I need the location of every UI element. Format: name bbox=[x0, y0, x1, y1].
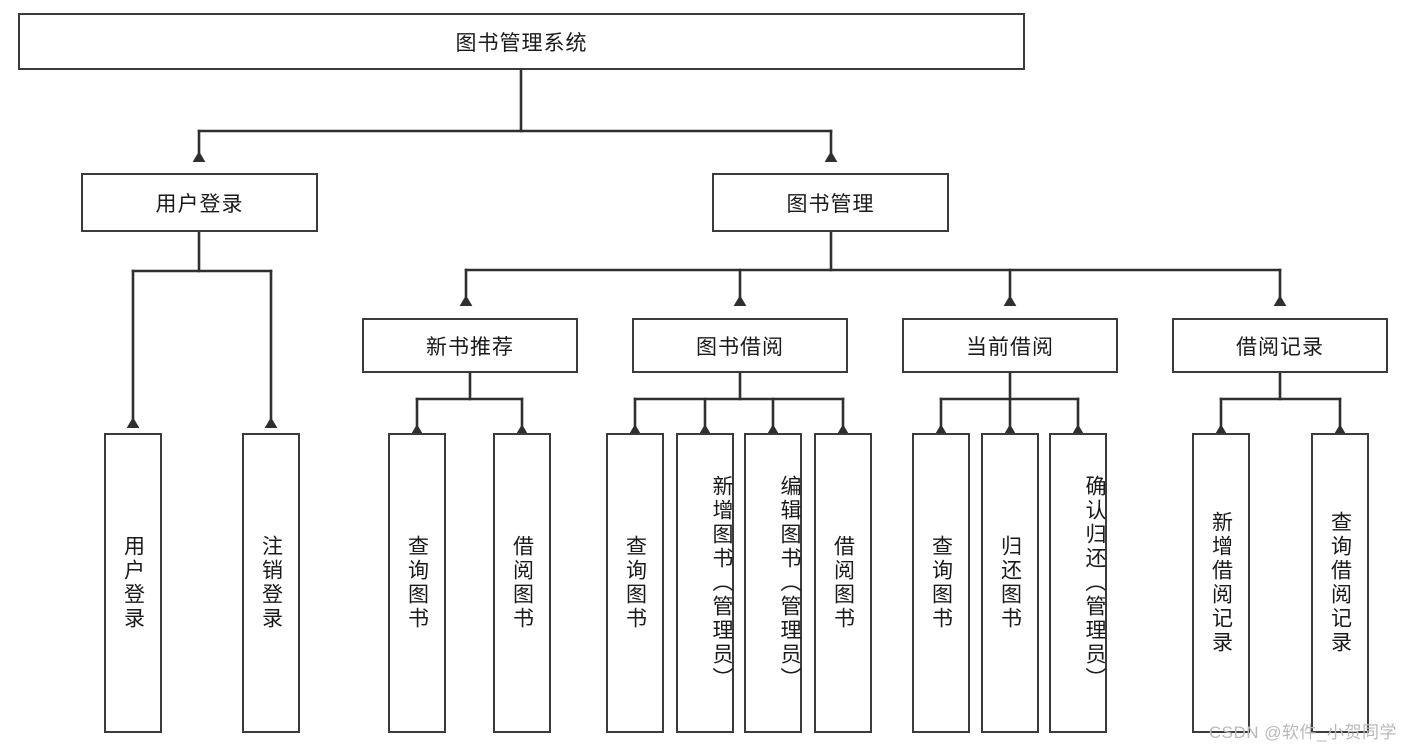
node-leaf-edit-book[interactable]: 编辑图书（管理员） bbox=[744, 433, 802, 733]
node-leaf-confirm-return[interactable]: 确认归还（管理员） bbox=[1049, 433, 1107, 733]
node-leaf-borrow-book-2[interactable]: 借阅图书 bbox=[814, 433, 872, 733]
node-current-borrow[interactable]: 当前借阅 bbox=[902, 318, 1118, 373]
node-leaf-query-record[interactable]: 查询借阅记录 bbox=[1311, 433, 1369, 733]
node-user-login[interactable]: 用户登录 bbox=[81, 173, 318, 232]
node-new-book-recommend[interactable]: 新书推荐 bbox=[362, 318, 578, 373]
node-leaf-borrow-book-1[interactable]: 借阅图书 bbox=[493, 433, 551, 733]
node-leaf-return-book[interactable]: 归还图书 bbox=[981, 433, 1039, 733]
node-leaf-user-login[interactable]: 用户登录 bbox=[104, 433, 162, 733]
node-root[interactable]: 图书管理系统 bbox=[18, 13, 1025, 70]
node-leaf-user-logout[interactable]: 注销登录 bbox=[242, 433, 300, 733]
node-book-borrow[interactable]: 图书借阅 bbox=[632, 318, 848, 373]
node-leaf-query-book-3[interactable]: 查询图书 bbox=[912, 433, 970, 733]
node-leaf-add-book[interactable]: 新增图书（管理员） bbox=[676, 433, 734, 733]
node-leaf-query-book-2[interactable]: 查询图书 bbox=[606, 433, 664, 733]
node-borrow-record[interactable]: 借阅记录 bbox=[1172, 318, 1388, 373]
node-leaf-add-record[interactable]: 新增借阅记录 bbox=[1192, 433, 1250, 733]
node-leaf-query-book-1[interactable]: 查询图书 bbox=[388, 433, 446, 733]
node-book-management[interactable]: 图书管理 bbox=[712, 173, 949, 232]
csdn-watermark: CSDN @软件_小贺同学 bbox=[1208, 723, 1397, 742]
